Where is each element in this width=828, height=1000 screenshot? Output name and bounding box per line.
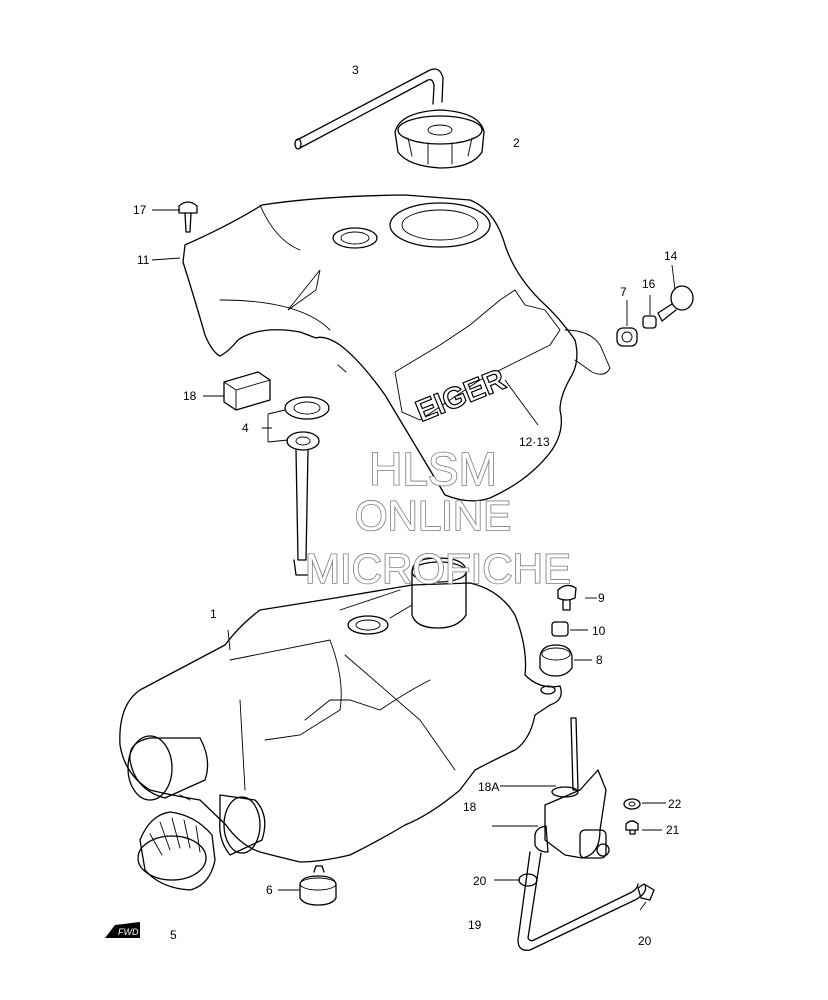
callout-17: 18 [183,389,197,403]
watermark-line-1: HLSM [369,443,497,495]
callout-5: 5 [170,928,177,942]
screw-part-16 [178,201,198,233]
tank-cover-part [182,194,611,502]
callout-18: 18 [463,800,477,814]
callout-11: 11 [137,253,150,267]
watermark: HLSM ONLINE MICROFICHE [304,442,572,593]
callout-18a: 18A [478,780,499,794]
callout-22: 22 [668,797,682,811]
callout-16: 17 [133,203,147,217]
fuel-cock-part [534,717,610,859]
callout-20-right: 20 [638,934,652,948]
callout-21: 21 [666,823,680,837]
hose-clamp-part-20 [518,873,538,887]
callout-9: 9 [598,591,605,605]
cushion-part-8 [539,644,573,677]
callout-10: 10 [592,624,606,638]
leader-lines [151,209,676,911]
fuel-gauge-part [284,396,330,576]
callout-7: 7 [620,285,627,299]
fuel-tank-part [119,557,562,863]
collar-part-7 [616,327,638,347]
cushion-part-17 [223,371,271,411]
callout-labels: 3 2 17 11 14 16 7 18 4 12·13 9 1 10 8 18… [133,63,682,948]
callout-12-13: 12·13 [519,435,550,449]
watermark-line-2: ONLINE [355,492,511,539]
collar-part-10 [551,621,569,637]
callout-4: 4 [242,421,249,435]
bolt-part-9 [557,584,577,611]
cushion-part-6 [299,865,337,906]
eiger-decal: EIGER [394,289,561,429]
callout-2: 2 [513,136,520,150]
callout-20-left: 20 [473,874,487,888]
hose-clamp-part-20b [637,883,655,901]
callout-14: 14 [664,249,678,263]
clamp-part-5 [137,811,216,891]
callout-15: 16 [642,277,656,291]
washer-part-22 [623,798,641,810]
bolt-part-14 [657,285,694,322]
decal-text: EIGER [411,363,510,429]
callout-19: 19 [468,918,482,932]
front-marker-text: FWD [118,927,139,937]
callout-1: 1 [210,607,217,621]
callout-8: 8 [596,653,603,667]
vent-hose-part [294,68,444,150]
fuel-hose-part-19 [517,851,647,951]
screw-part-21 [625,820,639,835]
callout-6: 6 [266,883,273,897]
spacer-part-15 [642,315,657,329]
watermark-line-3: MICROFICHE [305,545,571,592]
front-direction-marker: FWD [105,922,140,938]
callout-3: 3 [352,63,359,77]
fuel-cap-part [394,109,485,169]
